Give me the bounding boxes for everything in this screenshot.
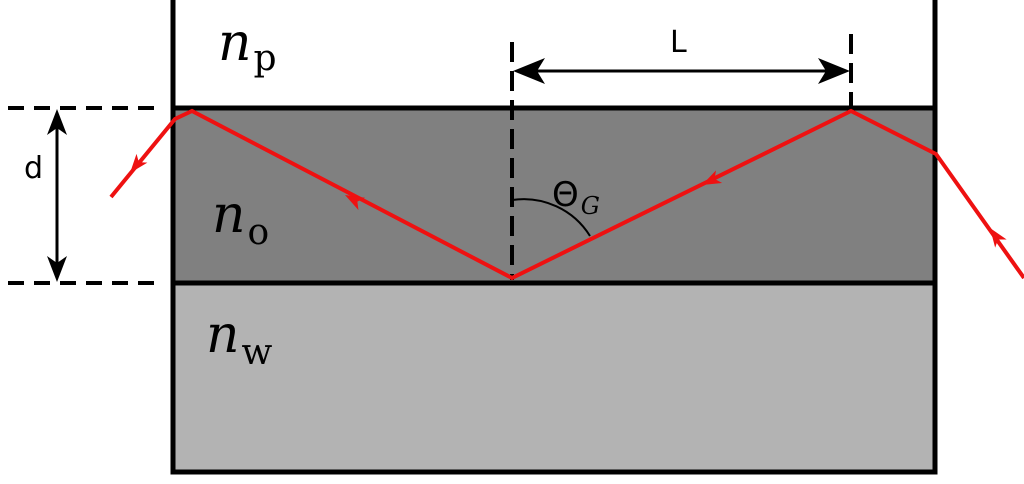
middle-layer — [170, 105, 938, 286]
top-layer-subscript: p — [254, 38, 277, 79]
angle-symbol: Θ — [552, 175, 579, 215]
top-layer — [170, 0, 938, 111]
ray-arrow-up-left — [345, 195, 366, 211]
ray-arrow-entry — [990, 228, 1007, 248]
bottom-layer-symbol: n — [206, 305, 240, 365]
middle-layer-subscript: o — [248, 212, 270, 253]
bottom-layer — [170, 280, 938, 475]
angle-arc — [511, 198, 591, 237]
ray-arrow-up-right — [702, 170, 723, 185]
thickness-label: d — [24, 151, 43, 186]
top-layer-label: np — [218, 13, 277, 79]
angle-label: ΘG — [552, 175, 600, 220]
bottom-layer-label: nw — [206, 305, 273, 373]
period-label: L — [670, 25, 687, 60]
middle-layer-symbol: n — [212, 185, 246, 245]
middle-layer-label: no — [212, 185, 269, 253]
thickness-arrow — [47, 109, 67, 282]
top-layer-symbol: n — [218, 13, 252, 73]
angle-subscript: G — [581, 192, 600, 220]
bottom-layer-subscript: w — [242, 332, 273, 373]
ray-arrow-exit — [130, 153, 148, 173]
light-ray — [109, 108, 1024, 281]
period-arrow — [513, 58, 850, 84]
